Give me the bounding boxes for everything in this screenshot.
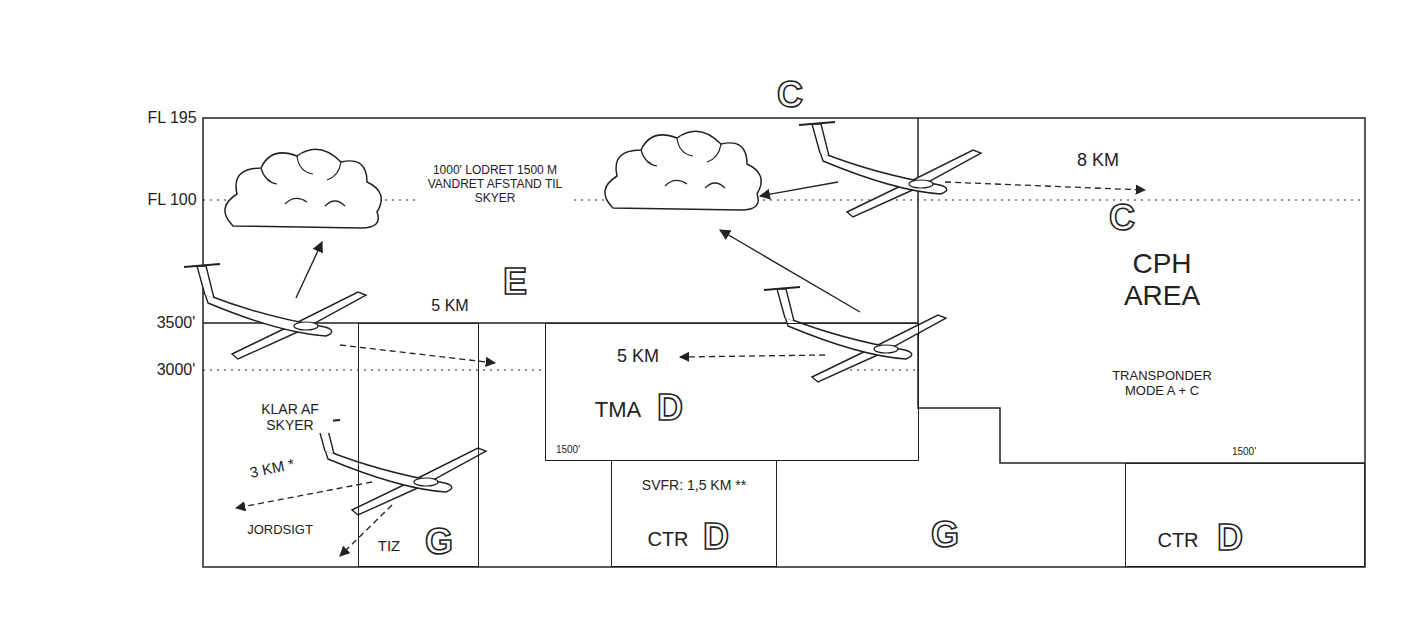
zone-label: TIZ <box>378 537 401 554</box>
tiz-zone: TIZ G <box>358 323 479 567</box>
transponder-note: TRANSPONDER MODE A + C <box>1100 369 1224 399</box>
visibility-label: 3 KM * <box>246 454 298 481</box>
airspace-class: E <box>503 261 527 302</box>
level-label: 3500' <box>155 314 198 332</box>
level-label: 3000' <box>155 361 198 379</box>
cloud-distance-note: 1000' LODRET 1500 M VANDRET AFSTAND TIL … <box>418 164 572 205</box>
ctr-zone: SVFR: 1,5 KM ** CTR D <box>611 460 777 567</box>
airspace-class: D <box>703 516 729 557</box>
airspace-class: G <box>425 521 453 562</box>
visibility-label: 5 KM <box>429 297 470 315</box>
airspace-class: G <box>931 514 959 555</box>
zone-label: SVFR: 1,5 KM ** <box>642 477 746 493</box>
zone-label: 1500' <box>556 444 580 456</box>
level-label: FL 100 <box>145 191 198 209</box>
airspace-class: C <box>777 74 803 115</box>
airspace-class: D <box>1217 517 1243 558</box>
zone-label: CTR <box>647 528 688 551</box>
ctr-zone: CTR D <box>1125 463 1365 567</box>
airspace-class: C <box>1109 197 1135 238</box>
level-label: FL 195 <box>145 109 198 127</box>
zone-label: CTR <box>1157 529 1198 552</box>
airspace-class: D <box>657 387 683 428</box>
tma-zone: TMA D 1500' <box>545 323 919 461</box>
level-label: 1500' <box>1230 446 1258 458</box>
zone-label: TMA <box>595 397 641 422</box>
visibility-label: 5 KM <box>615 346 661 367</box>
visibility-label: 8 KM <box>1075 150 1121 171</box>
cloud-clear-note: KLAR AF SKYER <box>247 401 333 433</box>
area-name: CPH AREA <box>1100 248 1224 312</box>
ground-sight-label: JORDSIGT <box>245 523 315 538</box>
